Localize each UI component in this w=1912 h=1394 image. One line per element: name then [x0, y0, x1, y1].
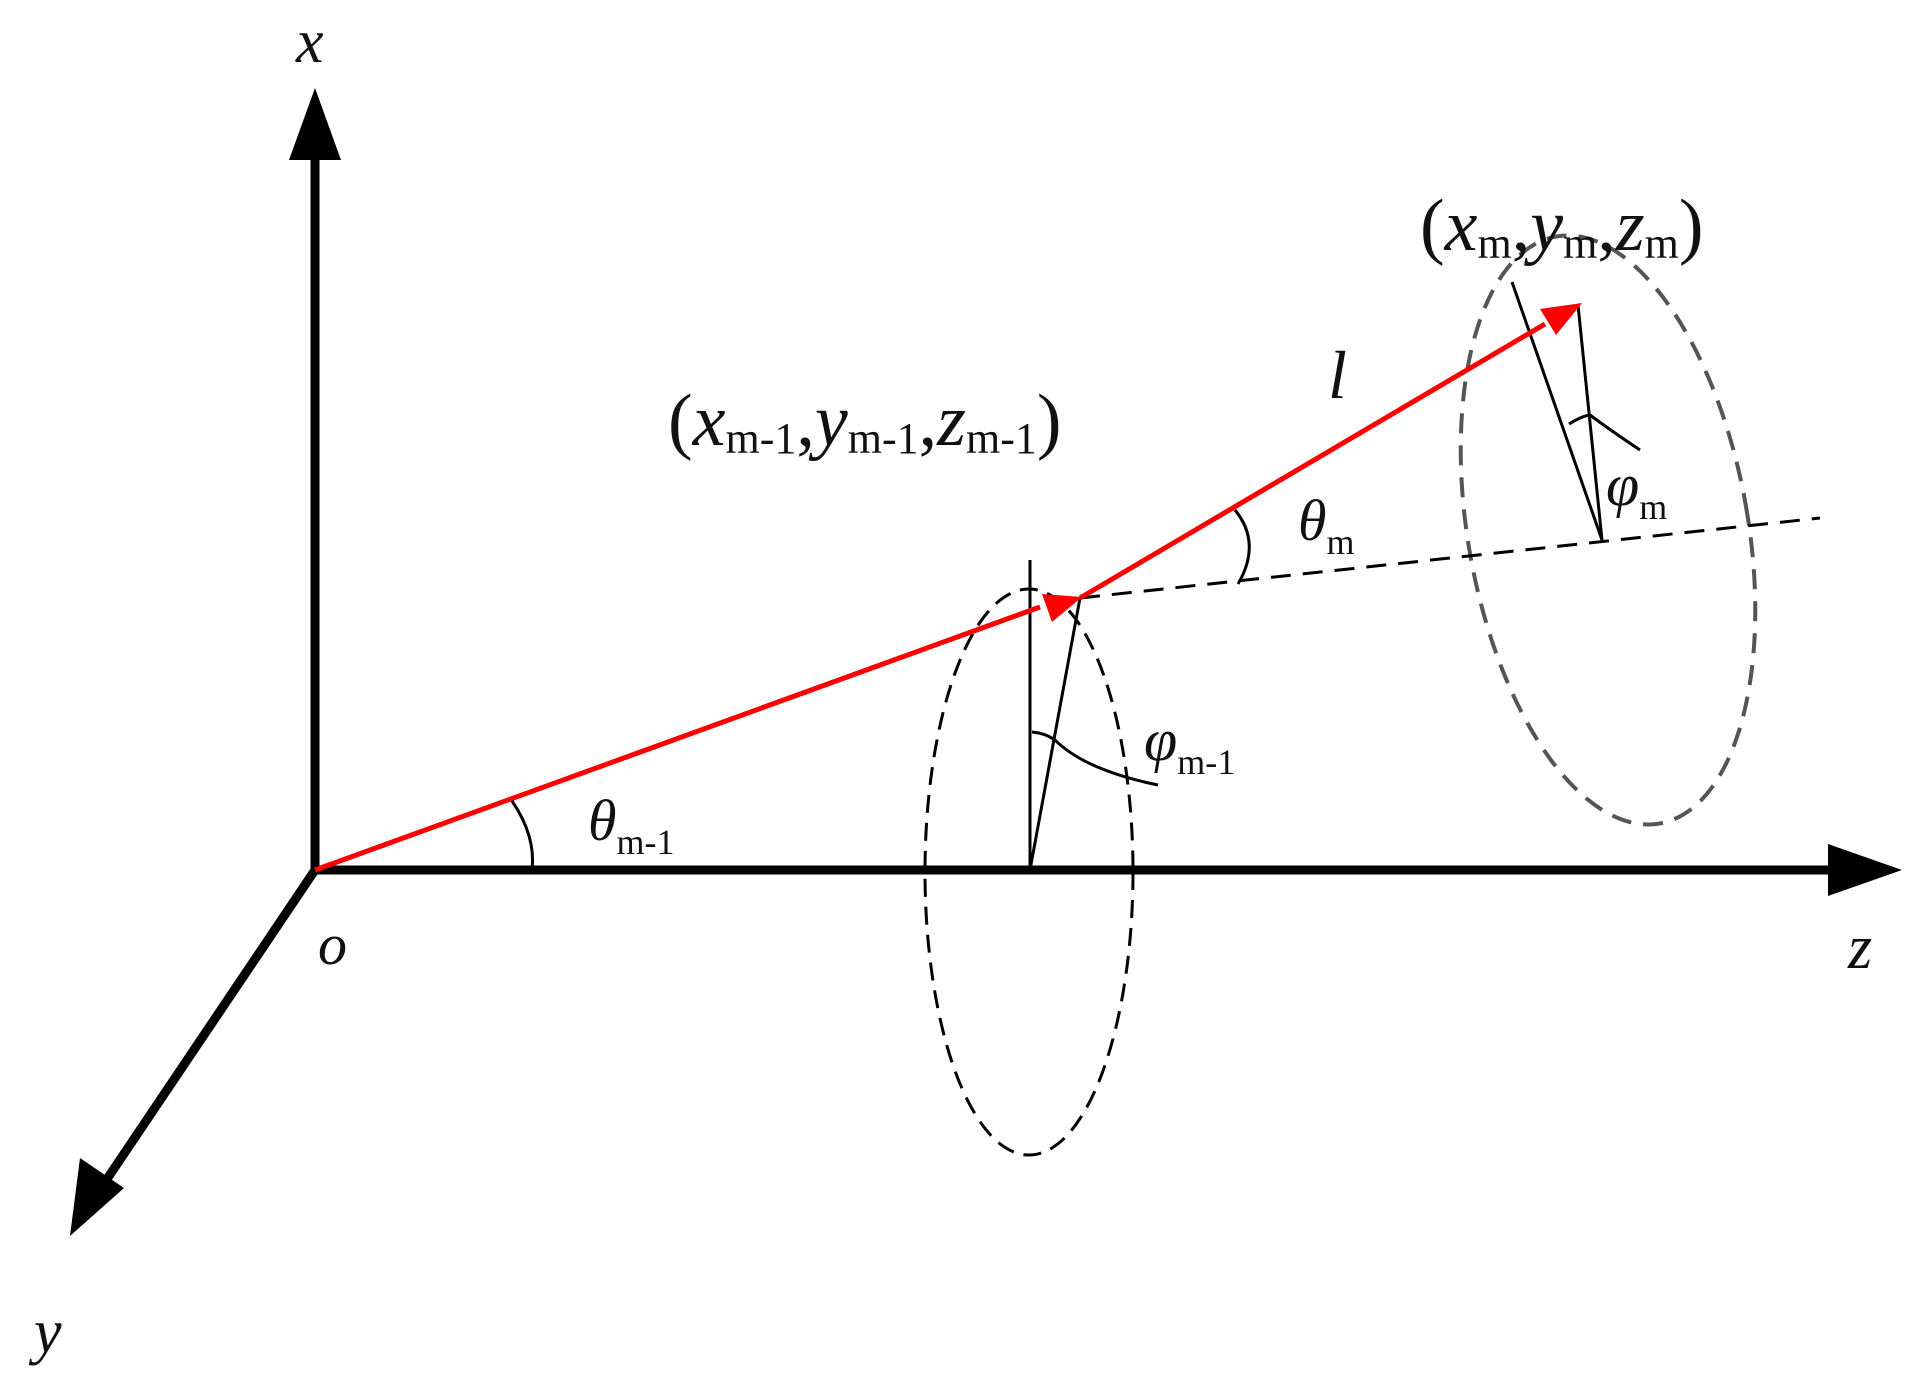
vector-prev — [314, 594, 1082, 873]
theta-cur-label: θm — [1298, 488, 1355, 562]
z-axis-label: z — [1847, 914, 1872, 982]
length-label: l — [1328, 337, 1347, 413]
slanted-line-cur-b — [1576, 304, 1604, 541]
vector-cur — [1078, 303, 1582, 601]
point-cur-label: (xm,ym,zm) — [1420, 185, 1704, 268]
phi-cur-arc — [1568, 413, 1641, 452]
dashed-circle-cur — [1458, 233, 1758, 827]
x-axis — [289, 88, 341, 870]
y-axis — [70, 867, 319, 1236]
phi-prev-label: φm-1 — [1144, 707, 1235, 782]
phi-prev-arc — [1031, 730, 1159, 787]
y-axis-label: y — [28, 1298, 62, 1366]
z-axis — [315, 844, 1902, 896]
slanted-line-cur-a — [1510, 281, 1604, 541]
origin-label: o — [318, 912, 347, 977]
slanted-line-prev — [1028, 597, 1082, 871]
dashed-extension-line — [1079, 516, 1821, 600]
phi-cur-label: φm — [1606, 452, 1667, 527]
point-prev-label: (xm-1,ym-1,zm-1) — [668, 380, 1062, 463]
theta-prev-label: θm-1 — [588, 788, 675, 862]
theta-cur-arc — [1233, 509, 1251, 585]
x-axis-label: x — [295, 8, 324, 76]
theta-prev-arc — [510, 800, 535, 871]
